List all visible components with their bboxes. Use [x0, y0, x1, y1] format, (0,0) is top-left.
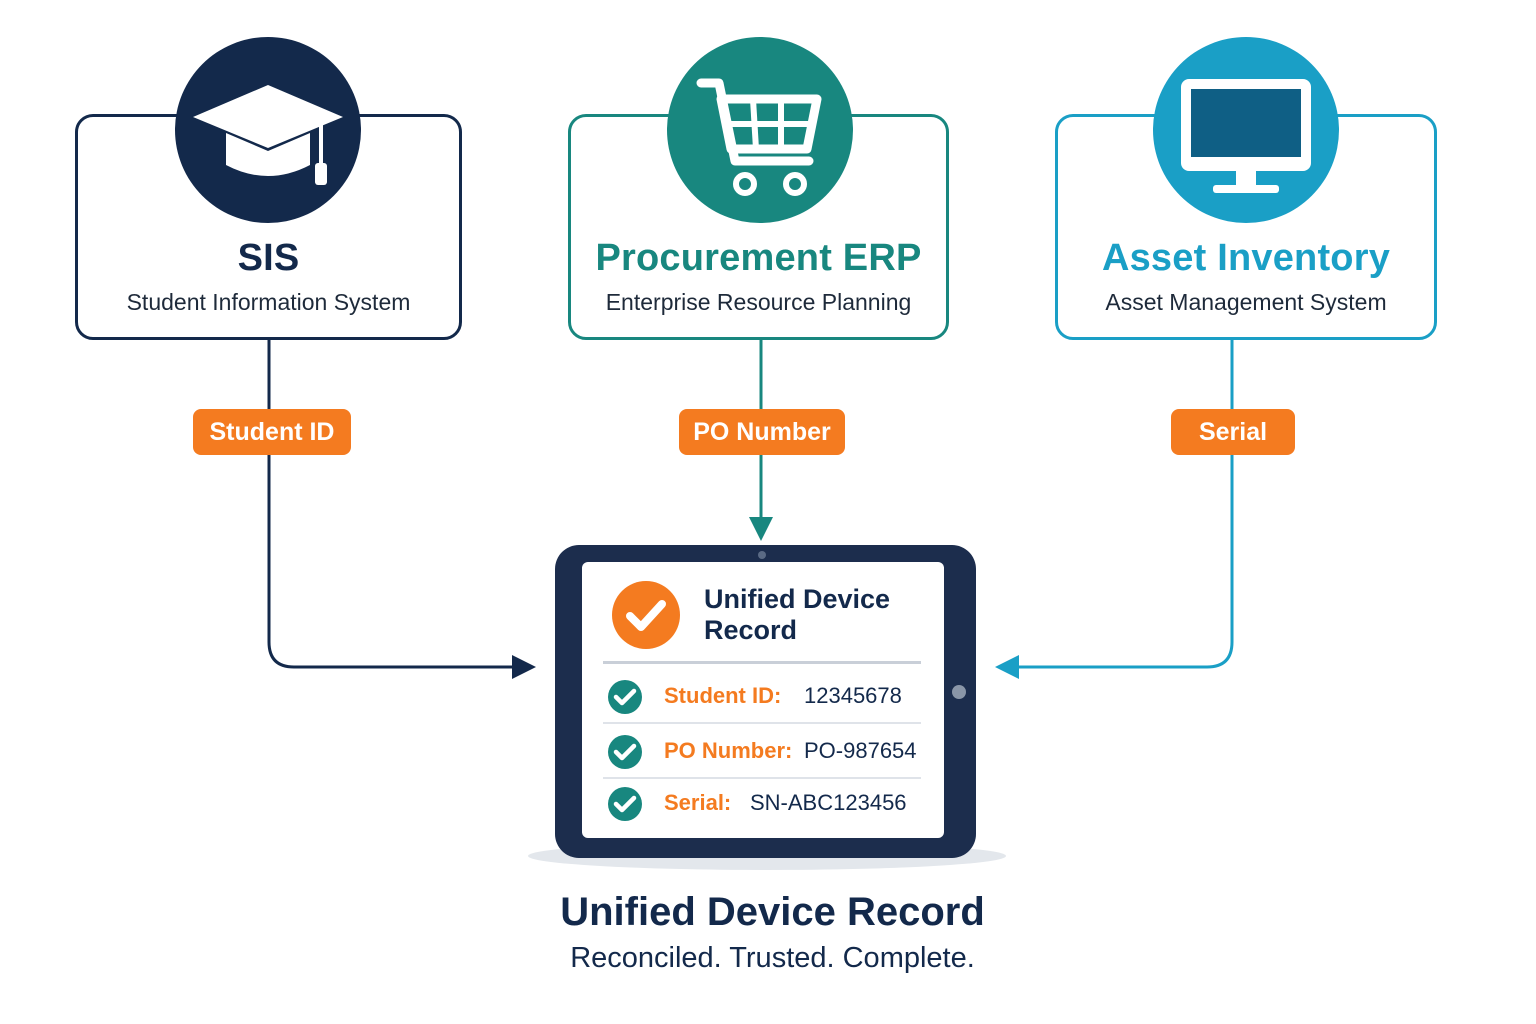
sis-arrowhead — [512, 655, 536, 679]
record-title: Unified Device Record — [704, 584, 891, 645]
field-value: 12345678 — [804, 683, 902, 708]
orange-check-icon — [612, 581, 680, 649]
sis-subtitle: Student Information System — [126, 289, 411, 315]
field-value: PO-987654 — [804, 738, 917, 763]
tablet-device: Unified Device Record Student ID: 123456… — [555, 545, 976, 858]
record-card: Unified Device Record Student ID: 123456… — [582, 562, 944, 838]
teal-check-icon — [608, 787, 642, 821]
erp-arrowhead — [749, 517, 773, 541]
sis-title: SIS — [237, 237, 300, 279]
teal-check-icon — [608, 680, 642, 714]
asset-inventory-subtitle: Asset Management System — [1105, 289, 1387, 315]
asset-arrowhead — [995, 655, 1019, 679]
procurement-erp-subtitle: Enterprise Resource Planning — [605, 289, 912, 315]
asset-icon-circle — [1153, 37, 1339, 223]
serial-key-tag: Serial — [1171, 409, 1295, 455]
header-divider — [603, 661, 921, 664]
field-label: Student ID: — [664, 683, 782, 708]
procurement-erp-title: Procurement ERP — [595, 237, 922, 279]
footer-subtitle: Reconciled. Trusted. Complete. — [570, 942, 975, 974]
asset-connector — [1016, 340, 1234, 669]
field-row-po-number: PO Number: PO-987654 — [603, 725, 921, 779]
student-id-key-tag: Student ID — [193, 409, 351, 455]
camera-dot — [758, 551, 766, 559]
field-label: Serial: — [664, 790, 732, 815]
footer-title: Unified Device Record — [560, 890, 985, 934]
teal-check-icon — [608, 735, 642, 769]
home-button — [952, 685, 966, 699]
graduation-cap-icon — [193, 85, 343, 185]
field-row-student-id: Student ID: 12345678 — [603, 670, 921, 724]
po-number-key-tag: PO Number — [679, 409, 845, 455]
asset-inventory-title: Asset Inventory — [1101, 237, 1391, 279]
monitor-icon — [1181, 79, 1311, 193]
field-row-serial: Serial: SN-ABC123456 — [603, 777, 921, 829]
field-label: PO Number: — [664, 738, 793, 763]
sis-icon-circle — [175, 37, 361, 223]
sis-connector — [267, 340, 515, 669]
procurement-icon-circle — [667, 37, 853, 223]
field-value: SN-ABC123456 — [750, 790, 907, 815]
shopping-cart-icon — [696, 78, 822, 196]
